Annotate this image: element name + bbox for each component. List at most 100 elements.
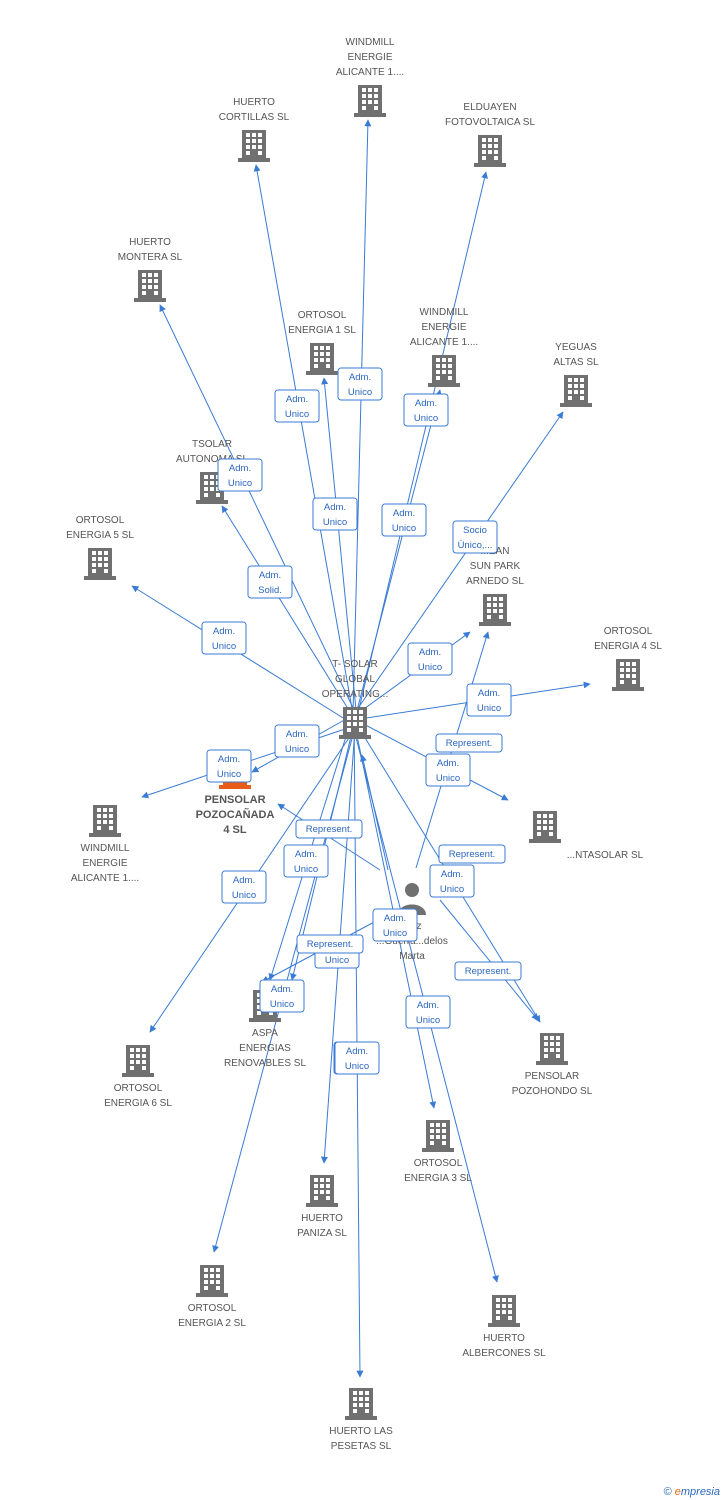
node-label: WINDMILL bbox=[420, 307, 469, 318]
edge-label-text: Unico bbox=[440, 884, 464, 895]
edge-label-box[interactable]: Adm.Unico bbox=[283, 844, 329, 878]
edge-label-text: Adm. bbox=[229, 463, 251, 474]
node-label: ALBERCONES SL bbox=[462, 1348, 546, 1359]
edge-label-box[interactable]: Represent. bbox=[295, 819, 363, 839]
edge-label-box[interactable]: Adm.Unico bbox=[221, 870, 267, 904]
node-label: ASPA bbox=[252, 1028, 278, 1039]
edge-label-text: Unico bbox=[325, 955, 349, 966]
edge-label-box[interactable]: Adm.Unico bbox=[217, 458, 263, 492]
node-label: HUERTO LAS bbox=[329, 1426, 393, 1437]
edge-label-box[interactable]: Adm. Unico bbox=[274, 724, 320, 758]
edge-label-text: Unico bbox=[323, 517, 347, 528]
edge-label-box[interactable]: Adm. Unico bbox=[372, 908, 418, 942]
node-label: ENERGIA 2 SL bbox=[178, 1318, 246, 1329]
edge-label-box[interactable]: Represent. bbox=[438, 844, 506, 864]
edge-label-box[interactable]: SocioÚnico,... bbox=[452, 520, 498, 554]
node-label: ...NTASOLAR SL bbox=[567, 850, 644, 861]
edge-label-box[interactable]: Adm.Unico bbox=[201, 621, 247, 655]
edge-label-text: Adm. bbox=[271, 984, 293, 995]
edge-label-box[interactable]: Adm.Unico bbox=[259, 979, 305, 1013]
edge-label-text: Adm. bbox=[286, 729, 308, 740]
edge-tsolar-to-windmill1top bbox=[352, 119, 372, 715]
edge-person-to-tsolar bbox=[359, 754, 389, 871]
edge-label-text: Represent. bbox=[307, 939, 353, 950]
edge-label-box[interactable]: Adm.Unico bbox=[429, 864, 475, 898]
edge-label-text: Unico bbox=[436, 773, 460, 784]
copyright-symbol: © bbox=[663, 1486, 672, 1498]
building-icon bbox=[354, 85, 386, 117]
node-label: RENOVABLES SL bbox=[224, 1058, 307, 1069]
edge-label-text: Represent. bbox=[306, 824, 352, 835]
edge-label-text: Adm. bbox=[437, 758, 459, 769]
edge-label-box[interactable]: Adm.Unico bbox=[334, 1041, 380, 1075]
edge-label-text: Solid. bbox=[258, 585, 282, 596]
edge-label-box[interactable]: Adm. Unico bbox=[425, 753, 471, 787]
brand-logo-rest: mpresia bbox=[680, 1486, 720, 1498]
node-tsolar[interactable]: T- SOLARGLOBALOPERATING... bbox=[322, 659, 389, 739]
edge-label-box[interactable]: Adm.Unico bbox=[381, 503, 427, 537]
edge-tsolar-to-ortosol1 bbox=[321, 377, 358, 721]
node-ntasolar[interactable]: ...NTASOLAR SL bbox=[529, 811, 644, 861]
edge-label-box[interactable]: Adm.Unico bbox=[337, 367, 383, 401]
edge-label-box[interactable]: Adm.Unico bbox=[403, 393, 449, 427]
node-label: ORTOSOL bbox=[114, 1083, 163, 1094]
building-icon bbox=[122, 1045, 154, 1077]
node-label: AUTONOMA SL bbox=[176, 454, 248, 465]
edge-label-text: Represent. bbox=[449, 849, 495, 860]
edge-person-to-pensolarpozohondo bbox=[439, 899, 539, 1021]
node-label: YEGUAS bbox=[555, 342, 597, 353]
node-label: TSOLAR bbox=[192, 439, 232, 450]
edge-tsolar-to-windmill1mid bbox=[352, 389, 442, 727]
node-label: SUN PARK bbox=[470, 561, 521, 572]
node-tsolarautonoma[interactable]: TSOLAR AUTONOMA SL bbox=[176, 439, 248, 504]
edge-label-box[interactable]: Represent. bbox=[296, 934, 364, 954]
building-icon bbox=[612, 659, 644, 691]
edge-label-text: Unico bbox=[285, 744, 309, 755]
edge-label-text: Unico bbox=[414, 413, 438, 424]
edge-label-text: Unico bbox=[418, 662, 442, 673]
edge-label-box[interactable]: Adm.Solid. bbox=[247, 565, 293, 599]
edge-tsolar-to-huertocortillas bbox=[253, 164, 355, 721]
edge-label-text: Adm. bbox=[384, 913, 406, 924]
edge-label-box[interactable]: Adm.Unico bbox=[274, 389, 320, 423]
edge-tsolar-to-yeguas bbox=[353, 411, 564, 715]
building-icon bbox=[238, 130, 270, 162]
node-label: HUERTO bbox=[301, 1213, 343, 1224]
edge-label-box[interactable]: Adm.Unico bbox=[407, 642, 453, 676]
node-label: Marta bbox=[399, 951, 425, 962]
edge-label-box[interactable]: Represent. bbox=[435, 733, 503, 753]
node-label: PENSOLAR bbox=[204, 794, 265, 806]
edge-label-text: Unico bbox=[383, 928, 407, 939]
edge-label-box[interactable]: Adm.Unico bbox=[405, 995, 451, 1029]
edge-label-box[interactable]: Represent. bbox=[454, 961, 522, 981]
node-label: ARNEDO SL bbox=[466, 576, 524, 587]
building-icon bbox=[196, 1265, 228, 1297]
edge-tsolar-to-tsolarautonoma bbox=[221, 505, 356, 721]
edge-label-box[interactable]: Adm.Unico bbox=[312, 497, 358, 531]
edge-label-box[interactable]: Adm.Unico bbox=[206, 749, 252, 783]
node-label: GLOBAL bbox=[335, 674, 375, 685]
edge-label-text: Único,... bbox=[458, 540, 493, 551]
edge-label-text: Adm. bbox=[349, 372, 371, 383]
edge-label-box[interactable]: Adm.Unico bbox=[466, 683, 512, 717]
